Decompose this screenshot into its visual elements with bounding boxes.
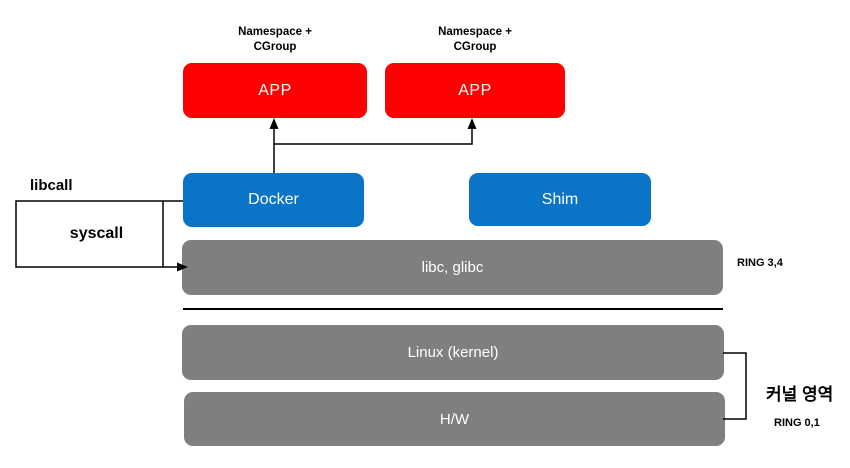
docker-box: Docker [183,173,364,227]
arrowhead-app2 [467,118,477,129]
syscall-label: syscall [69,225,124,242]
kernel-bar-label: Linux (kernel) [407,344,499,361]
arrowhead-app1 [269,118,279,129]
app-box-1-label: APP [258,81,292,99]
syscall-loop-box: syscall [16,201,163,267]
hw-bar-label: H/W [439,410,470,428]
app-box-2: APP [385,63,565,118]
namespace-cgroup-label-1: Namespace + CGroup [195,25,355,55]
hw-bar: H/W [184,392,725,446]
namespace-cgroup-label-1-line2: CGroup [253,41,297,53]
docker-box-label: Docker [248,191,299,208]
ring-34-label: RING 3,4 [737,257,783,269]
shim-box: Shim [469,173,651,226]
namespace-cgroup-label-1-line1: Namespace + [238,26,312,38]
libc-bar: libc, glibc [182,240,723,295]
libc-bar-label: libc, glibc [421,259,484,276]
shim-box-label: Shim [541,190,579,208]
namespace-cgroup-label-2-line1: Namespace + [438,26,512,38]
namespace-cgroup-label-2: Namespace + CGroup [395,25,555,55]
kernel-area-bracket [723,352,747,420]
docker-to-app2-line [274,126,473,145]
ring-01-label: RING 0,1 [774,417,820,429]
app-box-1: APP [183,63,367,118]
libcall-label: libcall [30,177,73,194]
kernel-area-label: 커널 영역 [766,385,834,404]
app-box-2-label: APP [458,81,492,99]
namespace-cgroup-label-2-line2: CGroup [453,41,497,53]
kernel-bar: Linux (kernel) [182,325,724,380]
